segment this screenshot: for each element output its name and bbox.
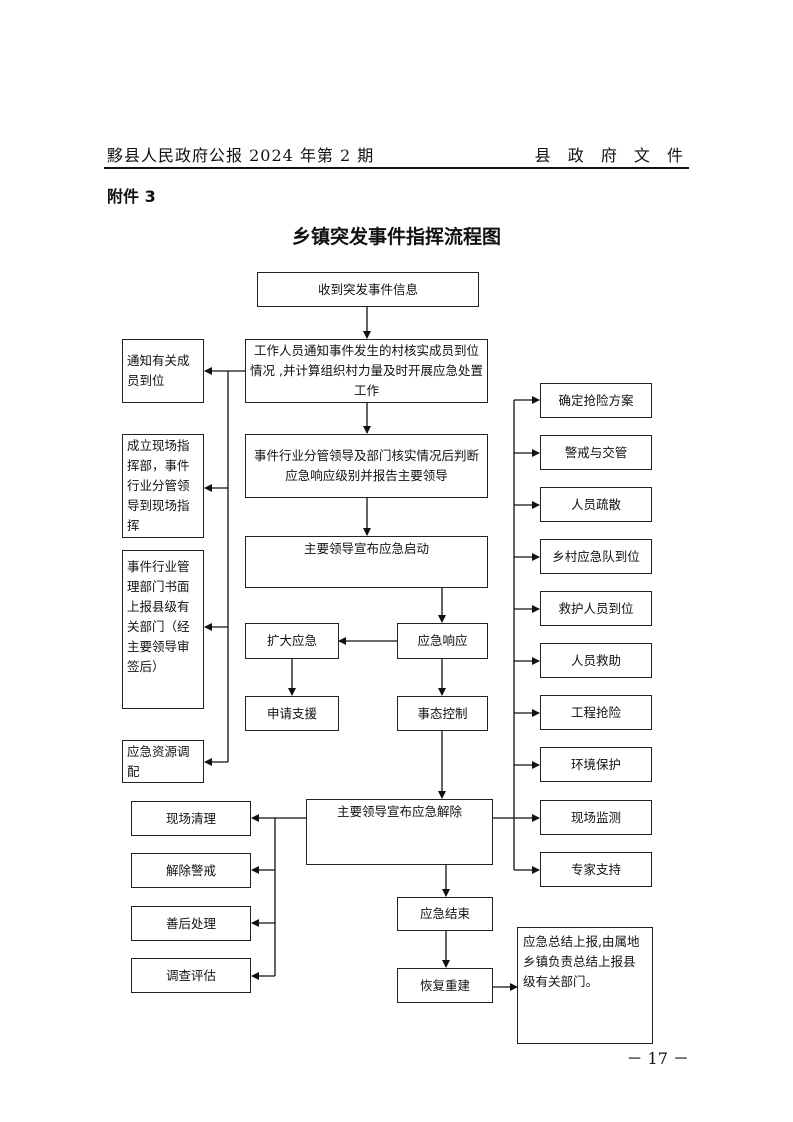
node-label: 主要领导宣布应急解除: [336, 804, 462, 819]
node-label: 工作人员通知事件发生的村核实成员到位情况 ,并计算组织村力量及时开展应急处置工作: [250, 343, 483, 398]
node-field-command: 成立现场指挥部，事件行业分管领导到现场指挥: [122, 434, 204, 538]
node-lift-cordon: 解除警戒: [131, 853, 251, 888]
node-rescue-plan: 确定抢险方案: [540, 383, 652, 418]
node-receive-info: 收到突发事件信息: [257, 272, 479, 307]
node-summary-report: 应急总结上报,由属地乡镇负责总结上报县级有关部门。: [517, 927, 653, 1044]
publication-header: 黟县人民政府公报 2024 年第 2 期: [107, 146, 375, 165]
node-aftermath: 善后处理: [131, 906, 251, 941]
node-label: 通知有关成员到位: [127, 353, 190, 388]
node-label: 解除警戒: [165, 862, 216, 878]
node-label: 事件行业管理部门书面上报县级有关部门（经主要领导审签后）: [127, 559, 190, 674]
node-label: 确定抢险方案: [558, 392, 634, 408]
node-label: 事态控制: [417, 705, 468, 721]
header-rule: [104, 167, 689, 169]
node-label: 现场监测: [570, 809, 621, 825]
node-site-monitoring: 现场监测: [540, 800, 652, 835]
node-expand-response: 扩大应急: [245, 623, 339, 659]
node-notify-members: 通知有关成员到位: [122, 339, 204, 403]
page-number: － 17 －: [626, 1049, 689, 1068]
node-verify-level: 事件行业分管领导及部门核实情况后判断应急响应级别并报告主要领导: [245, 434, 488, 498]
attachment-label: 附件 3: [107, 187, 156, 206]
node-village-team: 乡村应急队到位: [540, 539, 652, 574]
node-investigation: 调查评估: [131, 958, 251, 993]
node-label: 应急响应: [417, 633, 468, 648]
node-evacuation: 人员疏散: [540, 487, 652, 522]
node-rescuers-arrive: 救护人员到位: [540, 591, 652, 626]
node-announce-start: 主要领导宣布应急启动: [245, 536, 488, 588]
node-situation-control: 事态控制: [397, 696, 488, 731]
node-label: 申请支援: [266, 705, 317, 721]
node-label: 恢复重建: [419, 977, 470, 993]
node-label: 应急总结上报,由属地乡镇负责总结上报县级有关部门。: [523, 934, 640, 989]
node-site-cleanup: 现场清理: [131, 801, 251, 836]
node-announce-end: 主要领导宣布应急解除: [306, 799, 493, 865]
node-personnel-rescue: 人员救助: [540, 643, 652, 678]
node-label: 环境保护: [570, 756, 621, 772]
node-label: 成立现场指挥部，事件行业分管领导到现场指挥: [127, 438, 190, 533]
node-label: 调查评估: [165, 967, 216, 983]
node-label: 应急结束: [419, 906, 470, 921]
node-label: 收到突发事件信息: [317, 281, 418, 297]
node-label: 人员疏散: [570, 496, 621, 512]
node-cordon-traffic: 警戒与交管: [540, 435, 652, 470]
node-written-report: 事件行业管理部门书面上报县级有关部门（经主要领导审签后）: [122, 550, 204, 709]
node-label: 专家支持: [570, 861, 621, 877]
diagram-title: 乡镇突发事件指挥流程图: [291, 226, 501, 248]
node-label: 善后处理: [165, 915, 216, 931]
node-label: 救护人员到位: [558, 600, 634, 616]
node-label: 现场清理: [165, 810, 216, 826]
node-label: 主要领导宣布应急启动: [303, 541, 429, 556]
document-category: 县 政 府 文 件: [534, 146, 689, 165]
node-engineering-rescue: 工程抢险: [540, 695, 652, 730]
node-label: 扩大应急: [266, 633, 317, 648]
node-label: 人员救助: [570, 652, 621, 668]
node-emergency-end: 应急结束: [397, 897, 493, 931]
node-environment: 环境保护: [540, 747, 652, 782]
node-restore-rebuild: 恢复重建: [397, 968, 493, 1003]
node-label: 警戒与交管: [564, 444, 628, 460]
node-label: 工程抢险: [570, 704, 621, 720]
node-emergency-response: 应急响应: [397, 623, 488, 659]
node-expert-support: 专家支持: [540, 852, 652, 887]
node-label: 事件行业分管领导及部门核实情况后判断应急响应级别并报告主要领导: [253, 448, 479, 483]
node-notify-village: 工作人员通知事件发生的村核实成员到位情况 ,并计算组织村力量及时开展应急处置工作: [245, 339, 488, 403]
node-request-support: 申请支援: [245, 696, 339, 731]
node-resource-allocation: 应急资源调配: [122, 740, 204, 783]
node-label: 乡村应急队到位: [552, 548, 640, 564]
node-label: 应急资源调配: [127, 743, 190, 779]
